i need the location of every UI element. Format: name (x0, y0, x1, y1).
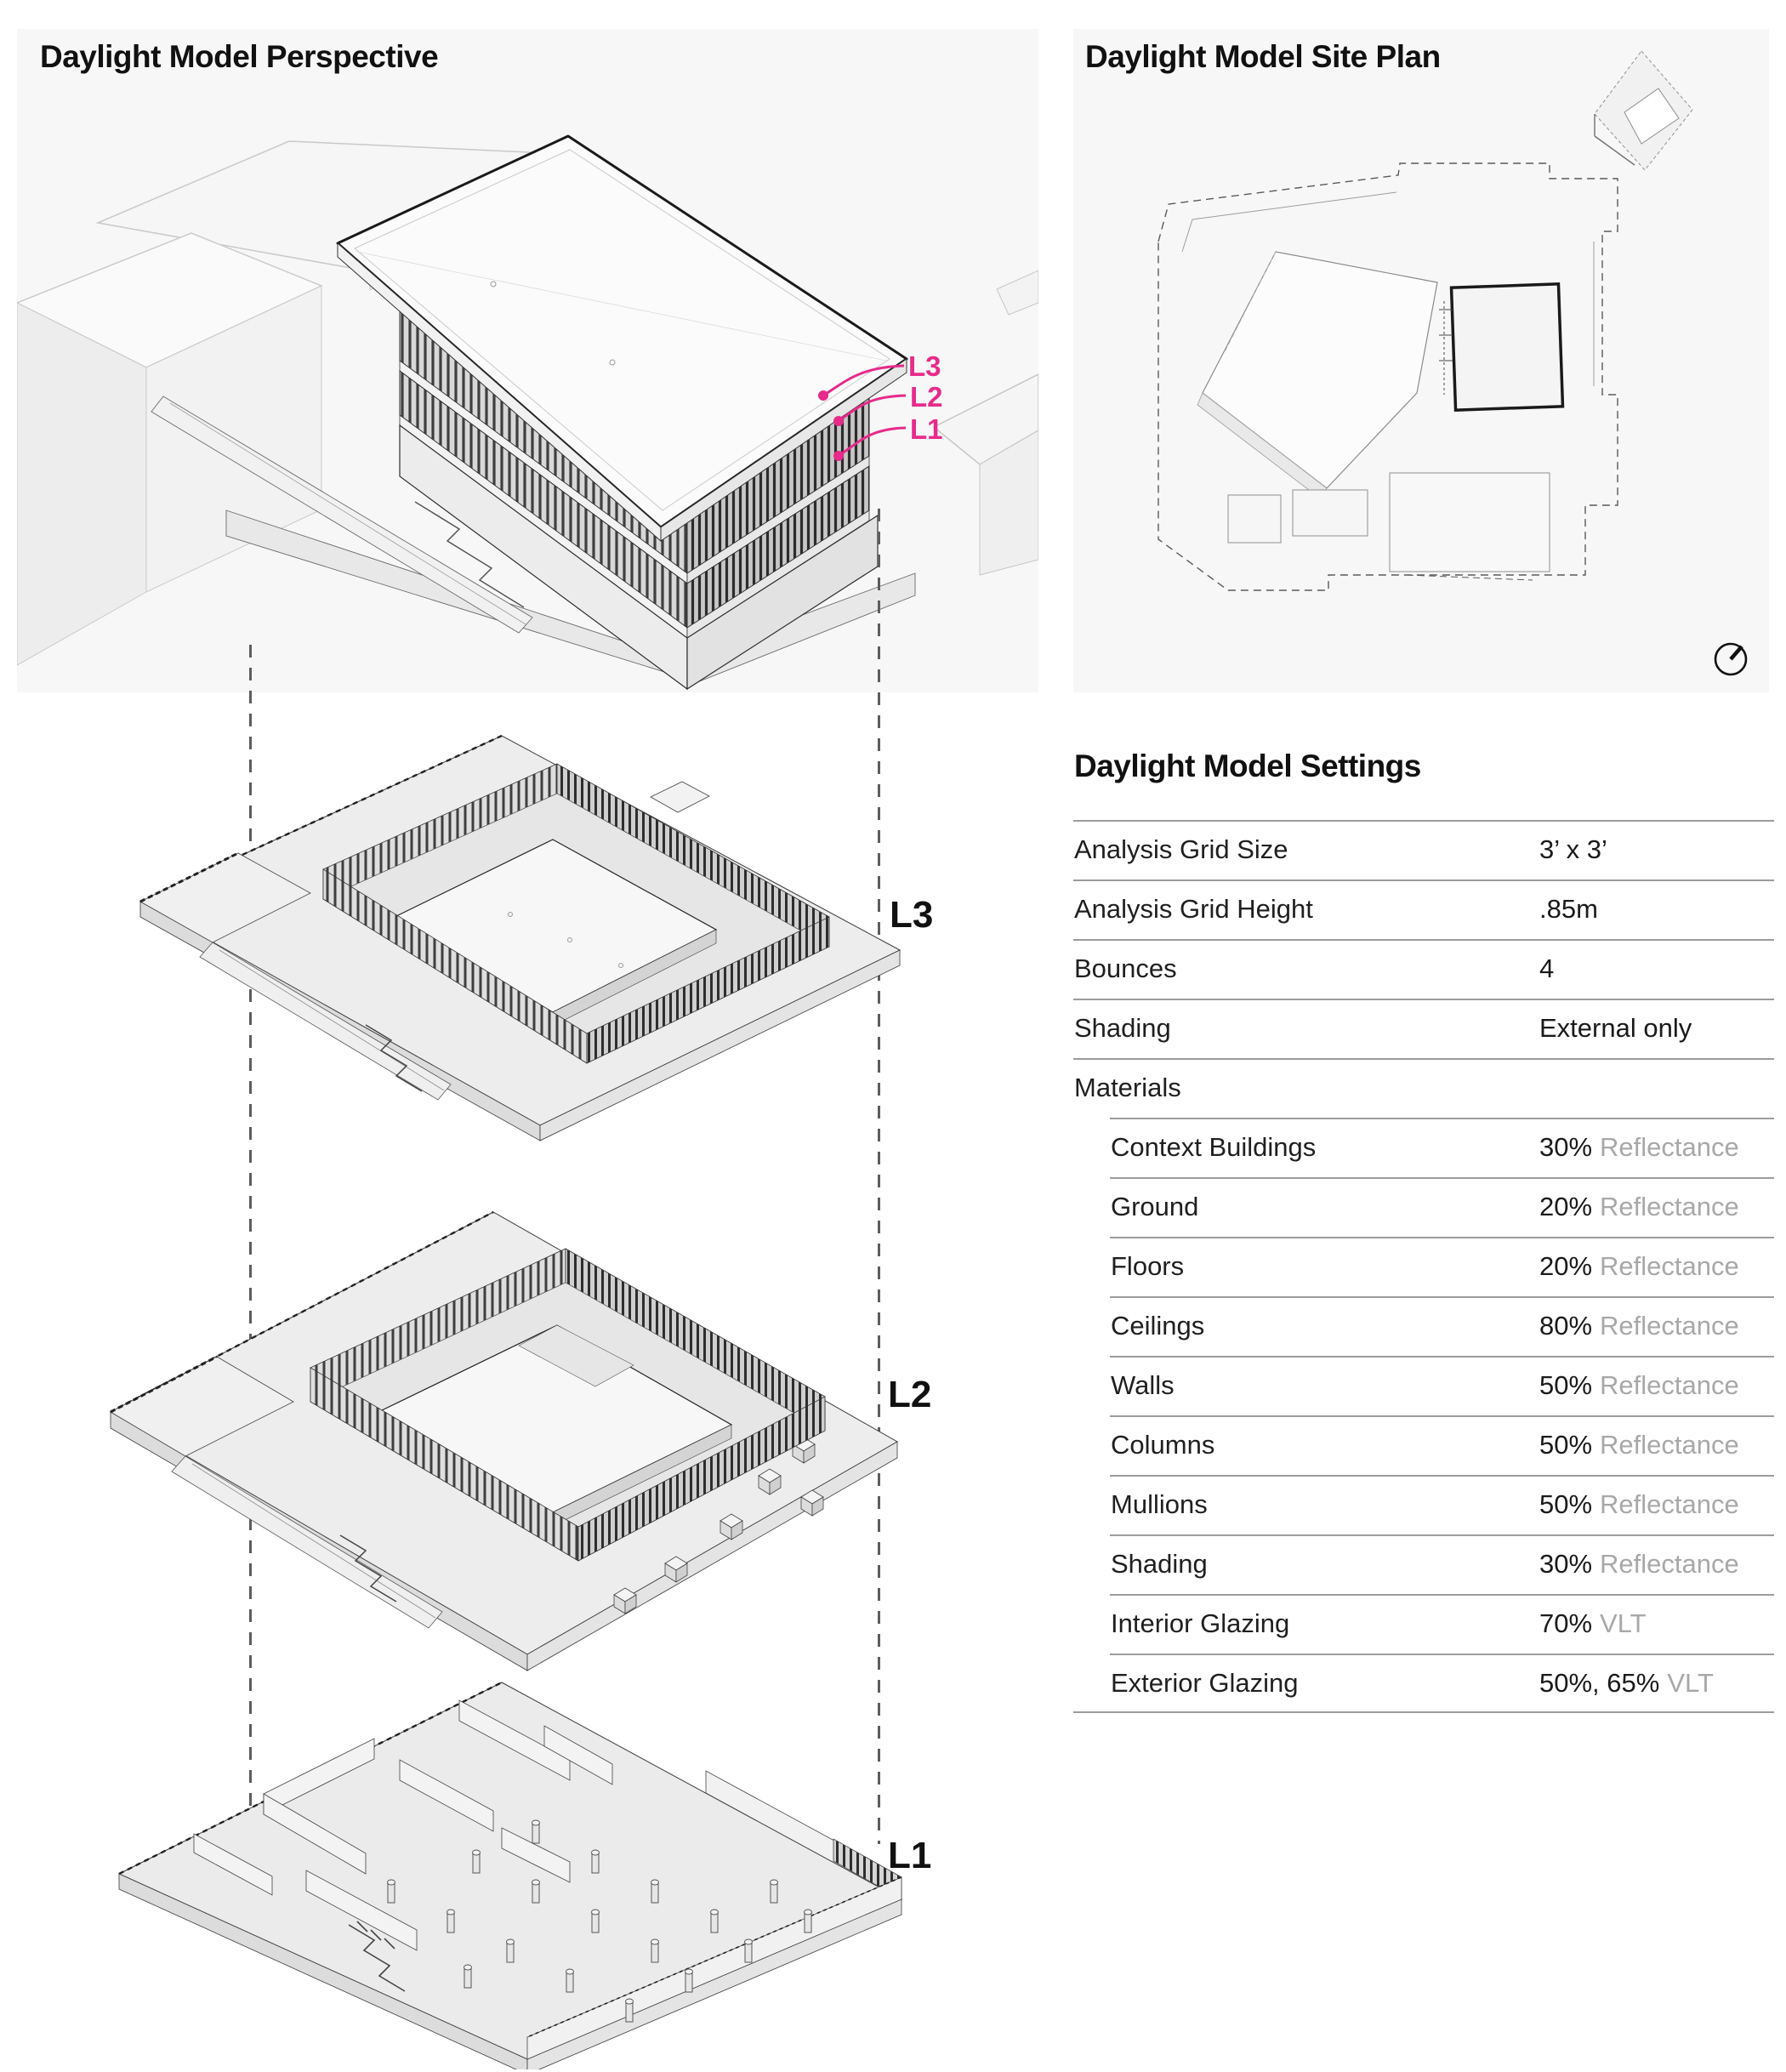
setting-label: Materials (1074, 1073, 1181, 1102)
site-plan-panel-title: Daylight Model Site Plan (1085, 39, 1441, 74)
setting-label: Walls (1111, 1370, 1175, 1400)
guide-dashed-line-right (878, 509, 880, 1844)
settings-row: Analysis Grid Size 3’ x 3’ (1073, 820, 1774, 879)
setting-value: 80% (1539, 1311, 1593, 1341)
settings-row: Context Buildings 30%Reflectance (1073, 1118, 1774, 1177)
setting-value: 50% (1539, 1430, 1593, 1460)
setting-unit: Reflectance (1600, 1549, 1739, 1579)
columns (387, 1819, 812, 2023)
guide-dashed-line-left (249, 645, 252, 1806)
setting-value: 20% (1539, 1251, 1593, 1281)
site-context-blocks (1227, 472, 1550, 581)
perspective-drawing (17, 134, 1038, 691)
site-diamond-building (1594, 50, 1693, 171)
settings-row: Shading External only (1073, 999, 1774, 1058)
setting-unit: Reflectance (1600, 1430, 1739, 1460)
site-core-rectangle (1439, 282, 1565, 412)
setting-value: 50% (1539, 1370, 1593, 1400)
site-main-building (1197, 251, 1438, 499)
settings-row: Walls 50%Reflectance (1073, 1356, 1774, 1415)
setting-value: 30% (1539, 1132, 1593, 1162)
setting-unit: VLT (1600, 1608, 1647, 1638)
callout-label-l1: L1 (910, 413, 943, 445)
level-label-l1: L1 (888, 1835, 932, 1876)
settings-row: Ceilings 80%Reflectance (1073, 1296, 1774, 1356)
settings-row: Mullions 50%Reflectance (1073, 1475, 1774, 1534)
setting-label: Shading (1111, 1549, 1208, 1579)
setting-value: 50%, 65% (1539, 1668, 1660, 1698)
site-plan-panel: Daylight Model Site Plan (1073, 29, 1769, 692)
settings-row: Materials (1073, 1058, 1774, 1118)
setting-value: .85m (1539, 894, 1598, 924)
setting-unit: Reflectance (1600, 1370, 1739, 1400)
setting-label: Floors (1111, 1251, 1185, 1281)
settings-row: Columns 50%Reflectance (1073, 1415, 1774, 1475)
context-buildings (17, 140, 1038, 666)
settings-row: Bounces 4 (1073, 939, 1774, 999)
setting-value: 4 (1539, 953, 1555, 983)
level-label-l2: L2 (888, 1374, 932, 1415)
setting-label: Analysis Grid Size (1074, 834, 1288, 864)
site-plan-drawing (1157, 50, 1748, 676)
north-arrow-icon (1714, 642, 1748, 676)
settings-table: Analysis Grid Size 3’ x 3’ Analysis Grid … (1073, 820, 1774, 1713)
settings-title: Daylight Model Settings (1074, 749, 1421, 783)
callout-label-l2: L2 (910, 381, 943, 413)
main-building (336, 134, 908, 691)
setting-label: Ceilings (1111, 1311, 1205, 1341)
setting-label: Mullions (1111, 1489, 1208, 1519)
setting-value: 3’ x 3’ (1539, 834, 1607, 864)
settings-row: Shading 30%Reflectance (1073, 1534, 1774, 1594)
exploded-level-l2-drawing (109, 1210, 899, 1671)
callout-label-l3: L3 (908, 350, 941, 382)
setting-value: 20% (1539, 1192, 1593, 1221)
setting-label: Columns (1111, 1430, 1215, 1460)
setting-unit: Reflectance (1600, 1311, 1739, 1341)
setting-label: Context Buildings (1111, 1132, 1317, 1162)
setting-label: Analysis Grid Height (1074, 894, 1313, 924)
setting-label: Bounces (1074, 953, 1177, 983)
perspective-panel: Daylight Model Perspective (17, 29, 1038, 692)
setting-label: Exterior Glazing (1111, 1668, 1299, 1698)
stairs (348, 1921, 406, 1992)
site-boundary (1157, 162, 1618, 591)
settings-row: Analysis Grid Height .85m (1073, 879, 1774, 939)
setting-value: External only (1539, 1013, 1692, 1043)
partition-walls (193, 1699, 613, 1951)
setting-label: Interior Glazing (1111, 1608, 1290, 1638)
setting-unit: Reflectance (1600, 1132, 1739, 1162)
settings-section: Daylight Model Settings Analysis Grid Si… (1073, 749, 1774, 1713)
settings-row: Ground 20%Reflectance (1073, 1177, 1774, 1237)
perspective-panel-title: Daylight Model Perspective (40, 39, 439, 74)
setting-label: Ground (1111, 1192, 1199, 1221)
setting-unit: VLT (1667, 1668, 1714, 1698)
setting-unit: Reflectance (1600, 1192, 1739, 1221)
exploded-level-l1-drawing (117, 1681, 903, 2069)
settings-row: Floors 20%Reflectance (1073, 1237, 1774, 1296)
setting-unit: Reflectance (1600, 1251, 1739, 1281)
exploded-level-l3-drawing (139, 734, 902, 1141)
setting-value: 70% (1539, 1608, 1593, 1638)
level-label-l3: L3 (890, 894, 934, 936)
setting-value: 50% (1539, 1489, 1593, 1519)
settings-row: Interior Glazing 70%VLT (1073, 1594, 1774, 1654)
settings-row: Exterior Glazing 50%, 65%VLT (1073, 1654, 1774, 1713)
setting-value: 30% (1539, 1549, 1593, 1579)
setting-unit: Reflectance (1600, 1489, 1739, 1519)
setting-label: Shading (1074, 1013, 1171, 1043)
deck-boxes (613, 1437, 824, 1614)
